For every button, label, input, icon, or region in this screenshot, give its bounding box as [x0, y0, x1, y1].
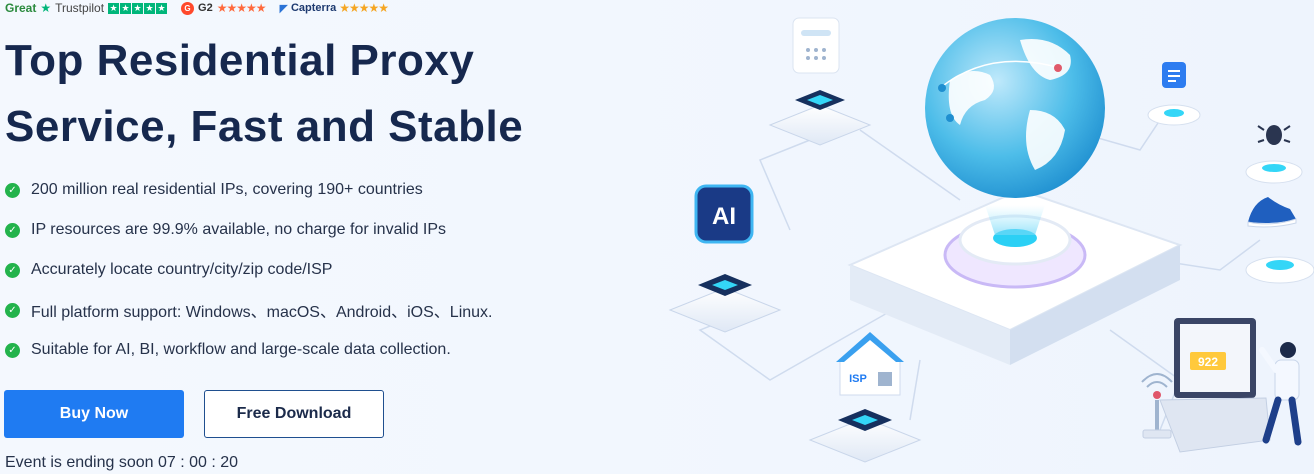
trustpilot-rating-word: Great: [5, 1, 37, 15]
feature-item: ✓ IP resources are 99.9% available, no ch…: [5, 210, 493, 250]
router-icon: [792, 17, 840, 74]
check-icon: ✓: [5, 262, 20, 278]
check-icon: ✓: [5, 222, 20, 238]
feature-text: Full platform support: Windows、macOS、And…: [31, 304, 493, 321]
laptop-icon: 922: [1159, 318, 1271, 453]
laptop-screen-text: 922: [1198, 355, 1218, 369]
hero-illustration: AI ISP 922: [668, 17, 1314, 463]
page-title: Top Residential Proxy Service, Fast and …: [5, 28, 523, 160]
checklist-icon: [1162, 62, 1186, 88]
ai-badge-text: AI: [712, 203, 736, 230]
ai-badge: AI: [694, 184, 754, 244]
globe-icon: [925, 18, 1105, 198]
feature-item: ✓ Accurately locate country/city/zip code…: [5, 250, 493, 290]
feature-item: ✓ Full platform support: Windows、macOS、An…: [5, 290, 493, 330]
person-figure: [1259, 342, 1302, 446]
g2-stars: ★★★★★: [216, 1, 267, 15]
title-line-2: Service, Fast and Stable: [5, 102, 524, 151]
trustpilot-stars: ★ ★ ★ ★ ★: [108, 2, 168, 14]
countdown-timer: 07 : 00 : 20: [158, 454, 239, 471]
event-countdown: Event is ending soon 07 : 00 : 20: [5, 454, 238, 472]
ratings-bar: Great ★ Trustpilot ★ ★ ★ ★ ★ G G2 ★★★★★ …: [5, 0, 390, 16]
buy-now-button[interactable]: Buy Now: [4, 390, 184, 438]
title-line-1: Top Residential Proxy: [5, 36, 475, 85]
trustpilot-rating[interactable]: Great ★ Trustpilot ★ ★ ★ ★ ★: [5, 1, 168, 15]
node-glow: [1262, 164, 1286, 172]
capterra-stars: ★★★★★: [339, 1, 389, 15]
event-label: Event is ending soon: [5, 454, 154, 471]
star-icon: ★: [156, 2, 168, 14]
star-icon: ★: [132, 2, 144, 14]
node-pad: [808, 409, 922, 463]
node-pad: [768, 90, 872, 146]
free-download-button[interactable]: Free Download: [204, 390, 384, 438]
antenna-icon: [1141, 373, 1173, 439]
trustpilot-star-icon: ★: [40, 1, 52, 15]
star-icon: ★: [144, 2, 156, 14]
trustpilot-name: Trustpilot: [55, 1, 105, 15]
g2-name: G2: [198, 2, 213, 14]
feature-text: Accurately locate country/city/zip code/…: [31, 261, 333, 278]
isp-house-icon: ISP: [836, 332, 904, 396]
feature-text: IP resources are 99.9% available, no cha…: [31, 221, 447, 238]
check-icon: ✓: [5, 302, 20, 318]
check-icon: ✓: [5, 342, 20, 358]
feature-text: Suitable for AI, BI, workflow and large-…: [31, 341, 451, 358]
capterra-name: Capterra: [290, 2, 337, 14]
node-pad: [668, 274, 782, 333]
feature-list: ✓ 200 million real residential IPs, cover…: [5, 170, 493, 370]
star-icon: ★: [108, 2, 120, 14]
capterra-rating[interactable]: ◤ Capterra ★★★★★: [279, 1, 390, 15]
feature-item: ✓ Suitable for AI, BI, workflow and large…: [5, 330, 493, 370]
capterra-logo-icon: ◤: [279, 2, 288, 15]
feature-item: ✓ 200 million real residential IPs, cover…: [5, 170, 493, 210]
node-glow: [1266, 260, 1294, 270]
node-glow: [1164, 109, 1184, 117]
isp-label: ISP: [849, 373, 867, 385]
center-beam: [985, 205, 1045, 235]
feature-text: 200 million real residential IPs, coveri…: [31, 181, 423, 198]
star-icon: ★: [120, 2, 132, 14]
check-icon: ✓: [5, 182, 20, 198]
g2-rating[interactable]: G G2 ★★★★★: [181, 1, 267, 15]
g2-logo-icon: G: [181, 1, 195, 15]
sneaker-icon: [1247, 197, 1297, 228]
bug-icon: [1257, 125, 1291, 145]
